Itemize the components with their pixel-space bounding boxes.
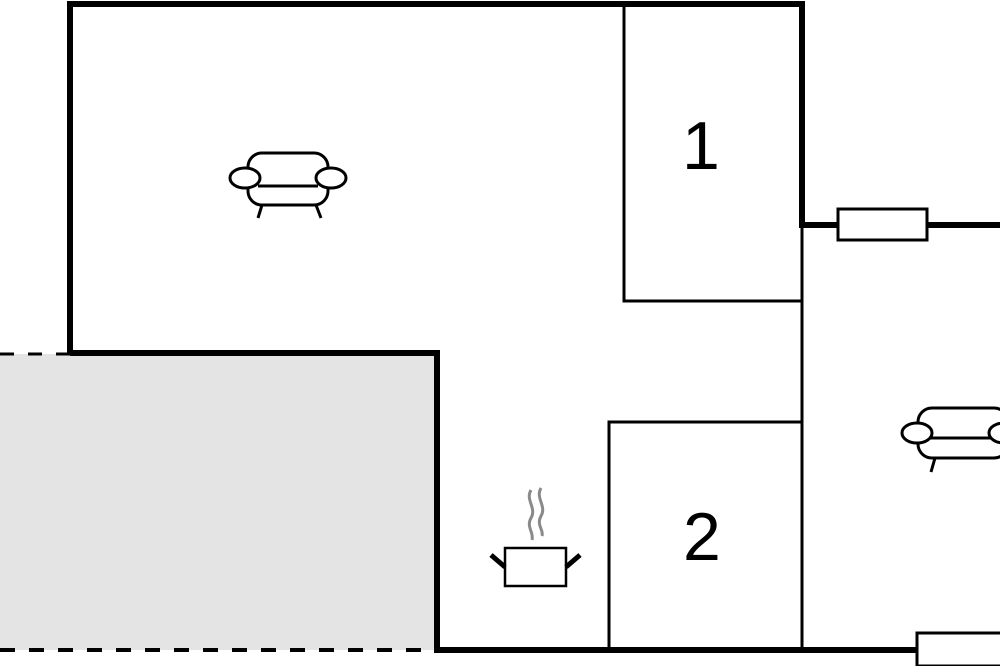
room-label-2: 2 [683,499,721,575]
room-label-1: 1 [682,108,720,184]
bedroom-2-walls [607,420,802,650]
bedroom-1-walls [622,4,802,303]
window-bottom-right [915,631,1000,666]
cooking-pot-icon [489,487,582,588]
terrace-area [0,354,437,650]
window-top-right [836,207,929,242]
sofa-icon [228,151,348,219]
outer-wall [67,1,838,353]
outer-wall-lower [70,350,917,653]
sofa-icon [900,406,1000,473]
